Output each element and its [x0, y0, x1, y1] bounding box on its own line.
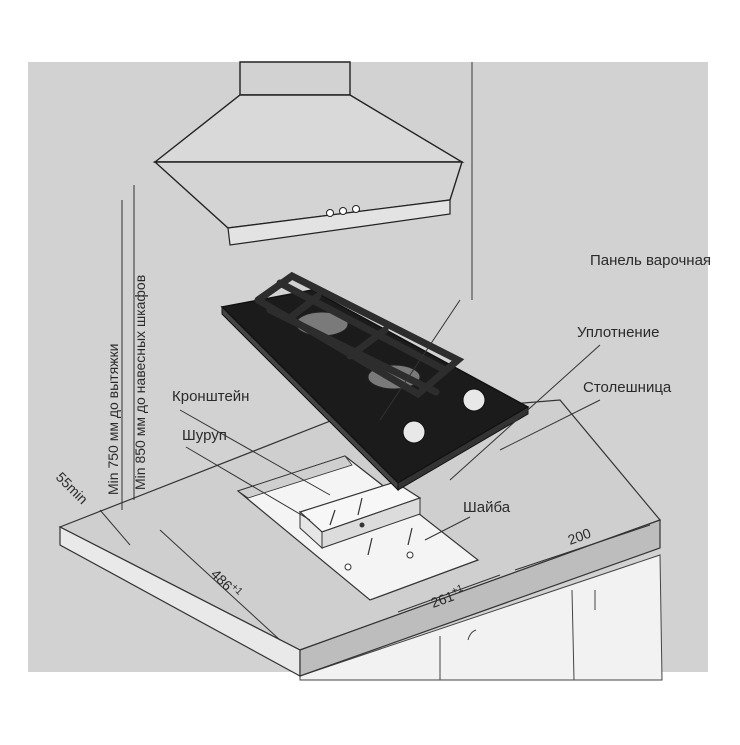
hood-button-2 — [339, 207, 347, 215]
screw-2 — [357, 497, 363, 516]
base-cabinet — [299, 554, 663, 681]
hob-panel-label: Панель варочная — [590, 252, 711, 269]
cutout-width-value: 261 — [429, 588, 457, 611]
screw-label: Шуруп — [182, 427, 227, 444]
hood-button-1 — [326, 209, 334, 217]
washer-1 — [344, 563, 352, 571]
control-knob-2 — [462, 388, 486, 412]
washer-3 — [359, 522, 365, 528]
mounting-bracket — [298, 481, 422, 571]
screw-3 — [367, 537, 373, 556]
screw-4 — [407, 527, 413, 546]
dimension-lines — [99, 185, 651, 641]
washer-label: Шайба — [463, 499, 511, 516]
cutout-width-dimension: 261+1 — [428, 583, 467, 611]
bracket-label: Кронштейн — [172, 388, 249, 405]
cutout-width-tolerance: +1 — [450, 583, 465, 597]
side-gap-dimension: 200 — [566, 525, 594, 548]
washer-2 — [406, 551, 414, 559]
screw-1 — [329, 509, 336, 526]
range-hood — [152, 61, 465, 246]
seal-label: Уплотнение — [577, 324, 659, 341]
countertop-label: Столешница — [583, 379, 672, 396]
control-knob-1 — [402, 420, 426, 444]
height-cabinets-dimension: Min 850 мм до навесных шкафов — [132, 275, 148, 490]
hood-button-3 — [352, 205, 360, 213]
height-hood-dimension: Min 750 мм до вытяжки — [105, 344, 121, 495]
